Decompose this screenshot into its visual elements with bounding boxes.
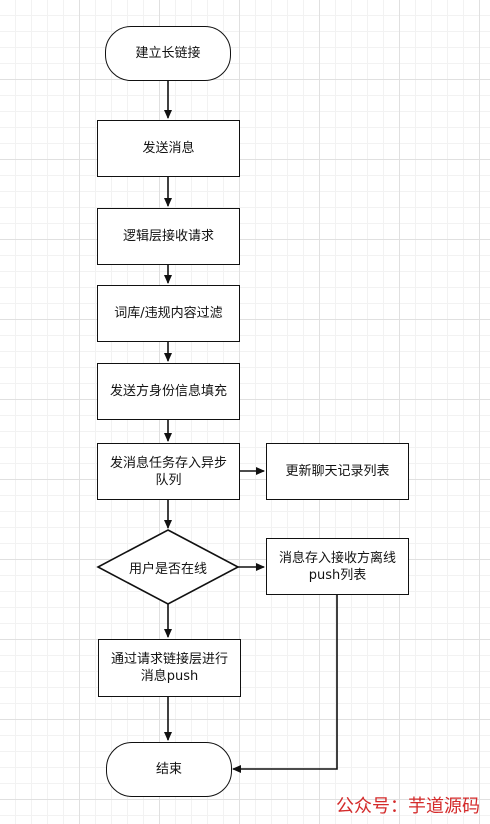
store-offline-step: 消息存入接收方离线push列表 <box>266 538 409 595</box>
push-via-link-label: 通过请求链接层进行消息push <box>110 652 228 684</box>
content-filter-label: 词库/违规内容过滤 <box>114 306 223 321</box>
push-via-link-step: 通过请求链接层进行消息push <box>98 639 241 697</box>
fill-sender-info-step: 发送方身份信息填充 <box>97 363 240 420</box>
end-terminal: 结束 <box>106 742 232 797</box>
watermark-text: 公众号：芋道源码 <box>336 796 480 817</box>
store-offline-label: 消息存入接收方离线push列表 <box>278 550 396 583</box>
send-message-label: 发送消息 <box>142 141 195 156</box>
watermark: 公众号：芋道源码 <box>336 792 480 818</box>
logic-receive-step: 逻辑层接收请求 <box>97 208 240 265</box>
logic-receive-label: 逻辑层接收请求 <box>122 229 214 244</box>
decision-diamond-shape <box>96 529 240 605</box>
edge-offline-to-end <box>232 595 338 773</box>
start-terminal-label: 建立长链接 <box>135 46 201 61</box>
content-filter-step: 词库/违规内容过滤 <box>97 285 240 342</box>
update-chat-list-label: 更新聊天记录列表 <box>285 464 390 479</box>
user-online-decision: 用户是否在线 <box>98 530 238 604</box>
send-message-step: 发送消息 <box>97 120 240 177</box>
user-online-label: 用户是否在线 <box>128 561 207 577</box>
async-queue-step: 发消息任务存入异步队列 <box>97 443 240 500</box>
start-terminal: 建立长链接 <box>105 26 231 81</box>
end-terminal-label: 结束 <box>155 762 182 777</box>
fill-sender-info-label: 发送方身份信息填充 <box>109 384 227 399</box>
async-queue-label: 发消息任务存入异步队列 <box>110 455 228 488</box>
update-chat-list-step: 更新聊天记录列表 <box>266 443 409 500</box>
